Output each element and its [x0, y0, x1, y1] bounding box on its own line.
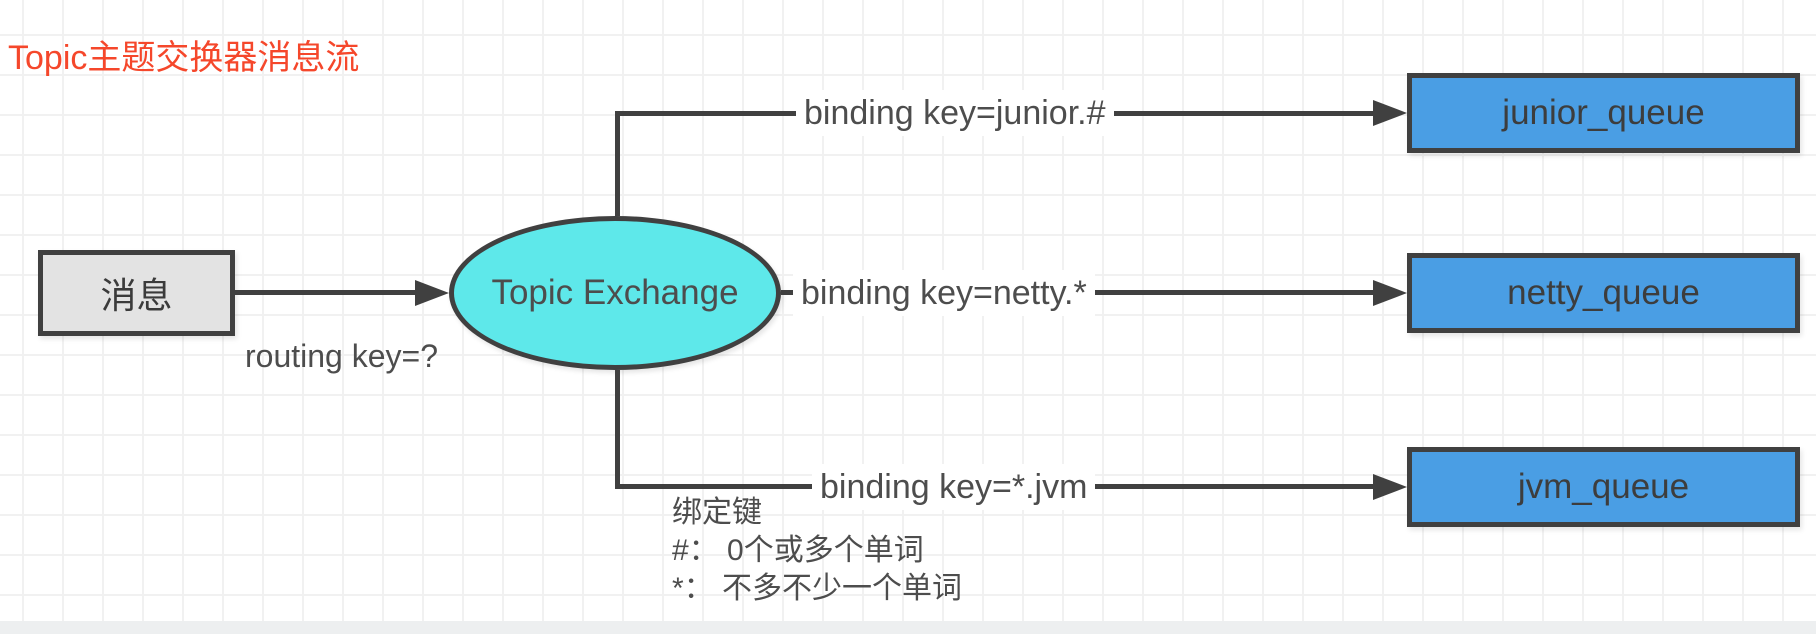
connector-message-to-exchange — [235, 290, 417, 295]
binding-key-legend: 绑定键 #： 0个或多个单词 *： 不多不少一个单词 — [672, 494, 962, 608]
arrowhead-netty — [1373, 280, 1407, 306]
arrowhead-jvm — [1373, 474, 1407, 500]
diagram-title: Topic主题交换器消息流 — [8, 39, 360, 77]
routing-key-label: routing key=? — [245, 338, 439, 374]
queue-box-netty: netty_queue — [1407, 253, 1800, 333]
queue-label-junior: junior_queue — [1502, 93, 1705, 132]
queue-box-junior: junior_queue — [1407, 73, 1800, 153]
footer-strip — [0, 621, 1816, 634]
legend-line-1: 绑定键 — [672, 496, 762, 529]
queue-box-jvm: jvm_queue — [1407, 447, 1800, 527]
connector-junior-vertical — [615, 111, 620, 216]
topic-exchange-node: Topic Exchange — [449, 216, 781, 370]
topic-exchange-label: Topic Exchange — [491, 273, 739, 312]
connector-jvm-vertical — [615, 370, 620, 487]
legend-line-3: *： 不多不少一个单词 — [672, 572, 963, 605]
binding-label-junior: binding key=junior.# — [796, 90, 1114, 136]
arrowhead-junior — [1373, 100, 1407, 126]
arrowhead-message-to-exchange — [415, 280, 449, 306]
message-node: 消息 — [38, 250, 235, 336]
binding-label-netty: binding key=netty.* — [793, 270, 1095, 316]
binding-label-jvm: binding key=*.jvm — [812, 464, 1096, 510]
legend-line-2: #： 0个或多个单词 — [672, 534, 924, 567]
message-node-label: 消息 — [100, 275, 173, 316]
queue-label-jvm: jvm_queue — [1517, 467, 1690, 506]
queue-label-netty: netty_queue — [1507, 273, 1700, 312]
